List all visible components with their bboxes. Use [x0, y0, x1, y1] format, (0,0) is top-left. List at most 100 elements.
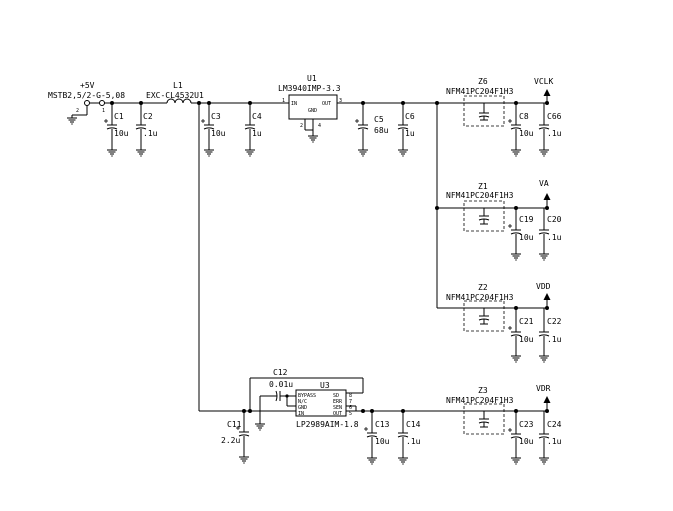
c3-value: 10u [211, 129, 226, 138]
connector-pin2-terminal [99, 100, 105, 106]
c21-value: 10u [519, 335, 534, 344]
capacitor-c4: C4 1u [244, 103, 262, 157]
c20-ref: C20 [547, 215, 562, 224]
vdd-label: VDD [536, 282, 551, 291]
c2-ref: C2 [143, 112, 153, 121]
capacitor-c5: C5 68u [354, 103, 389, 157]
vdr-label: VDR [536, 384, 551, 393]
z6-part: NFM41PC204F1H3 [446, 87, 514, 96]
c24-value: .1u [547, 437, 562, 446]
z2-ref: Z2 [478, 283, 488, 292]
regulator-u1: U1 LM3940IMP-3.3 IN OUT GND 1 3 2 4 [278, 74, 342, 143]
c14-ref: C14 [406, 420, 421, 429]
c5-value: 68u [374, 126, 389, 135]
capacitor-c8: C8 10u [507, 103, 534, 157]
capacitor-c22: C22 .1u [538, 308, 562, 363]
u1-pin3-num: 3 [339, 98, 342, 104]
u3-pin8-num: 8 [349, 393, 352, 399]
u3-pin-gnd: GND [298, 405, 307, 411]
u1-pin4-num: 4 [318, 123, 321, 129]
capacitor-c1: C1 10u [103, 103, 129, 157]
u1-pin2-num: 2 [300, 123, 303, 129]
connector-pin1-terminal [84, 100, 90, 106]
z6-ref: Z6 [478, 77, 488, 86]
c22-value: .1u [547, 335, 562, 344]
u3-part: LP2989AIM-1.8 [296, 420, 359, 429]
u3-ref: U3 [320, 381, 330, 390]
c22-ref: C22 [547, 317, 562, 326]
z1-ref: Z1 [478, 182, 488, 191]
filter-z2-vdd: Z2 NFM41PC204F1H3 VDD [437, 282, 551, 332]
l1-ref: L1 [173, 81, 183, 90]
c66-value: .1u [547, 129, 562, 138]
capacitor-c13: C13 10u [363, 411, 390, 465]
c13-value: 10u [375, 437, 390, 446]
c19-ref: C19 [519, 215, 534, 224]
capacitor-c20: C20 .1u [538, 208, 562, 261]
c14-value: .1u [406, 437, 421, 446]
regulator-u3: U3 BYPASS N/C GND IN SD ERR SEN OUT 8 7 … [295, 381, 359, 429]
c23-ref: C23 [519, 420, 534, 429]
u1-part: LM3940IMP-3.3 [278, 84, 341, 93]
c23-value: 10u [519, 437, 534, 446]
capacitor-c14: C14 .1u [397, 411, 421, 465]
c12-ref: C12 [273, 368, 288, 377]
c8-value: 10u [519, 129, 534, 138]
u3-pin-nc: N/C [298, 399, 307, 405]
u1-ref: U1 [307, 74, 317, 83]
capacitor-c24: C24 .1u [538, 411, 562, 465]
c3-ref: C3 [211, 112, 221, 121]
filter-z3-vdr: Z3 NFM41PC204F1H3 VDR [446, 384, 551, 435]
inductor-l1: L1 EXC-CL4532U1 [146, 81, 204, 104]
c21-ref: C21 [519, 317, 534, 326]
c4-value: 1u [252, 129, 262, 138]
c11-ref: C11 [227, 420, 242, 429]
connector-pin1-num: 1 [102, 108, 105, 114]
z1-part: NFM41PC204F1H3 [446, 191, 514, 200]
c11-value: 2.2u [221, 436, 240, 445]
u3-pin-in: IN [298, 411, 304, 417]
c4-ref: C4 [252, 112, 262, 121]
u3-pin6-num: 6 [349, 405, 352, 411]
c20-value: .1u [547, 233, 562, 242]
u3-pin-out: OUT [333, 411, 342, 417]
c12-value: 0.01u [269, 380, 293, 389]
u3-pin-bypass: BYPASS [298, 393, 316, 399]
u1-pin-gnd: GND [308, 108, 317, 114]
vclk-label: VCLK [534, 77, 553, 86]
u1-pin-out: OUT [322, 101, 331, 107]
capacitor-c12: C12 0.01u [254, 368, 296, 431]
c24-ref: C24 [547, 420, 562, 429]
u3-pin-sd: SD [333, 393, 339, 399]
z3-ref: Z3 [478, 386, 488, 395]
filter-z6-vclk: Z6 NFM41PC204F1H3 VCLK [437, 77, 553, 127]
z3-part: NFM41PC204F1H3 [446, 396, 514, 405]
c1-value: 10u [114, 129, 129, 138]
c5-ref: C5 [374, 115, 384, 124]
u3-pin-err: ERR [333, 399, 343, 405]
connector-pin2-num: 2 [76, 108, 79, 114]
c6-value: 1u [405, 129, 415, 138]
u1-pin1-num: 1 [282, 98, 285, 104]
connector-j1: +5V MSTB2,5/2-G-5,08 2 1 [48, 81, 125, 125]
capacitor-c19: C19 10u [507, 208, 534, 261]
capacitor-c3: C3 10u [200, 103, 226, 157]
filter-z1-va: Z1 NFM41PC204F1H3 VA [437, 179, 551, 232]
c19-value: 10u [519, 233, 534, 242]
capacitor-c11: C11 2.2u [221, 411, 250, 464]
capacitor-c2: C2 .1u [135, 103, 158, 157]
capacitor-c21: C21 10u [507, 308, 534, 363]
capacitor-c66: C66 .1u [538, 103, 562, 157]
supply-label: +5V [80, 81, 95, 90]
u3-pin7-num: 7 [349, 399, 352, 405]
c6-ref: C6 [405, 112, 415, 121]
va-label: VA [539, 179, 549, 188]
c2-value: .1u [143, 129, 158, 138]
capacitor-c6: C6 1u [397, 103, 415, 157]
c66-ref: C66 [547, 112, 562, 121]
z2-part: NFM41PC204F1H3 [446, 293, 514, 302]
u1-pin-in: IN [291, 101, 297, 107]
l1-part: EXC-CL4532U1 [146, 91, 204, 100]
u3-pin-sen: SEN [333, 405, 342, 411]
